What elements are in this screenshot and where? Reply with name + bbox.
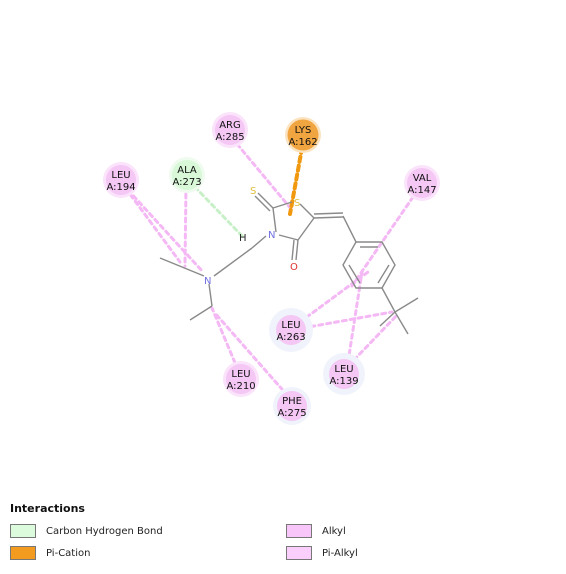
residue-leu210-chain: A:210 [226, 381, 255, 392]
residue-leu194: LEU A:194 [103, 162, 139, 198]
atom-s-thione: S [250, 186, 256, 197]
residue-lys162-chain: A:162 [288, 137, 317, 148]
atom-n-amine: N [204, 276, 211, 287]
interaction-line-leu194b [126, 188, 205, 274]
interaction-line-ala273-hbond [193, 185, 246, 240]
legend-swatch [286, 524, 312, 538]
legend-item-alkyl: Alkyl [286, 524, 346, 538]
interaction-line-phe275 [212, 310, 290, 398]
interaction-line-lys162 [288, 146, 304, 216]
residue-arg285-name: ARG [219, 120, 241, 131]
legend-swatch [10, 524, 36, 538]
interaction-diagram: S S N O N H ARG A:285 LYS A:162 LEU A:19… [103, 112, 440, 425]
atom-o-carbonyl: O [290, 262, 298, 273]
residue-arg285-chain: A:285 [215, 132, 244, 143]
residue-lys162: LYS A:162 [285, 117, 321, 153]
residue-leu194-chain: A:194 [106, 182, 135, 193]
residue-val147: VAL A:147 [404, 165, 440, 201]
residue-leu210-name: LEU [231, 369, 250, 380]
legend-item-pi-cation: Pi-Cation [10, 546, 90, 560]
residue-lys162-name: LYS [295, 125, 312, 136]
residue-phe275: PHE A:275 [273, 387, 311, 425]
residue-ala273-chain: A:273 [172, 177, 201, 188]
residues: ARG A:285 LYS A:162 LEU A:194 ALA A:273 … [103, 112, 440, 425]
residue-leu263-name: LEU [281, 320, 300, 331]
interaction-line-leu210 [210, 306, 240, 372]
legend-label: Carbon Hydrogen Bond [46, 525, 163, 537]
residue-leu263-chain: A:263 [276, 332, 305, 343]
residue-leu210: LEU A:210 [223, 361, 259, 397]
interaction-line-leu139a [346, 270, 364, 364]
legend-item-carbon-hydrogen-bond: Carbon Hydrogen Bond [10, 524, 163, 538]
interaction-line-leu263b [301, 310, 394, 330]
residue-phe275-name: PHE [282, 396, 302, 407]
residue-leu139-name: LEU [334, 364, 353, 375]
residue-leu139: LEU A:139 [323, 353, 365, 395]
interaction-line-leu139b [352, 312, 400, 362]
atom-s-ring: S [294, 198, 300, 209]
atom-h: H [239, 233, 247, 244]
interaction-line-leu263a [298, 270, 370, 324]
residue-ala273: ALA A:273 [169, 157, 205, 193]
legend: Interactions Carbon Hydrogen Bond Pi-Cat… [0, 498, 566, 574]
ligand-structure [159, 192, 419, 335]
interaction-line-arg285 [230, 136, 294, 212]
legend-label: Pi-Alkyl [322, 547, 358, 559]
legend-swatch [10, 546, 36, 560]
legend-label: Pi-Cation [46, 547, 91, 559]
atom-labels: S S N O N H [204, 186, 300, 287]
residue-ala273-name: ALA [177, 165, 197, 176]
legend-item-pi-alkyl: Pi-Alkyl [286, 546, 358, 560]
residue-leu263: LEU A:263 [269, 308, 313, 352]
residue-leu194-name: LEU [111, 170, 130, 181]
residue-leu139-chain: A:139 [329, 376, 358, 387]
interaction-line-ala273-alkyl [183, 184, 188, 268]
legend-swatch [286, 546, 312, 560]
interaction-lines [119, 136, 415, 398]
residue-phe275-chain: A:275 [277, 408, 306, 419]
atom-n-ring: N [268, 230, 275, 241]
legend-title: Interactions [10, 502, 85, 515]
interaction-line-leu194 [119, 180, 182, 264]
residue-val147-chain: A:147 [407, 185, 436, 196]
residue-arg285: ARG A:285 [212, 112, 248, 148]
residue-val147-name: VAL [413, 173, 432, 184]
legend-label: Alkyl [322, 525, 346, 537]
